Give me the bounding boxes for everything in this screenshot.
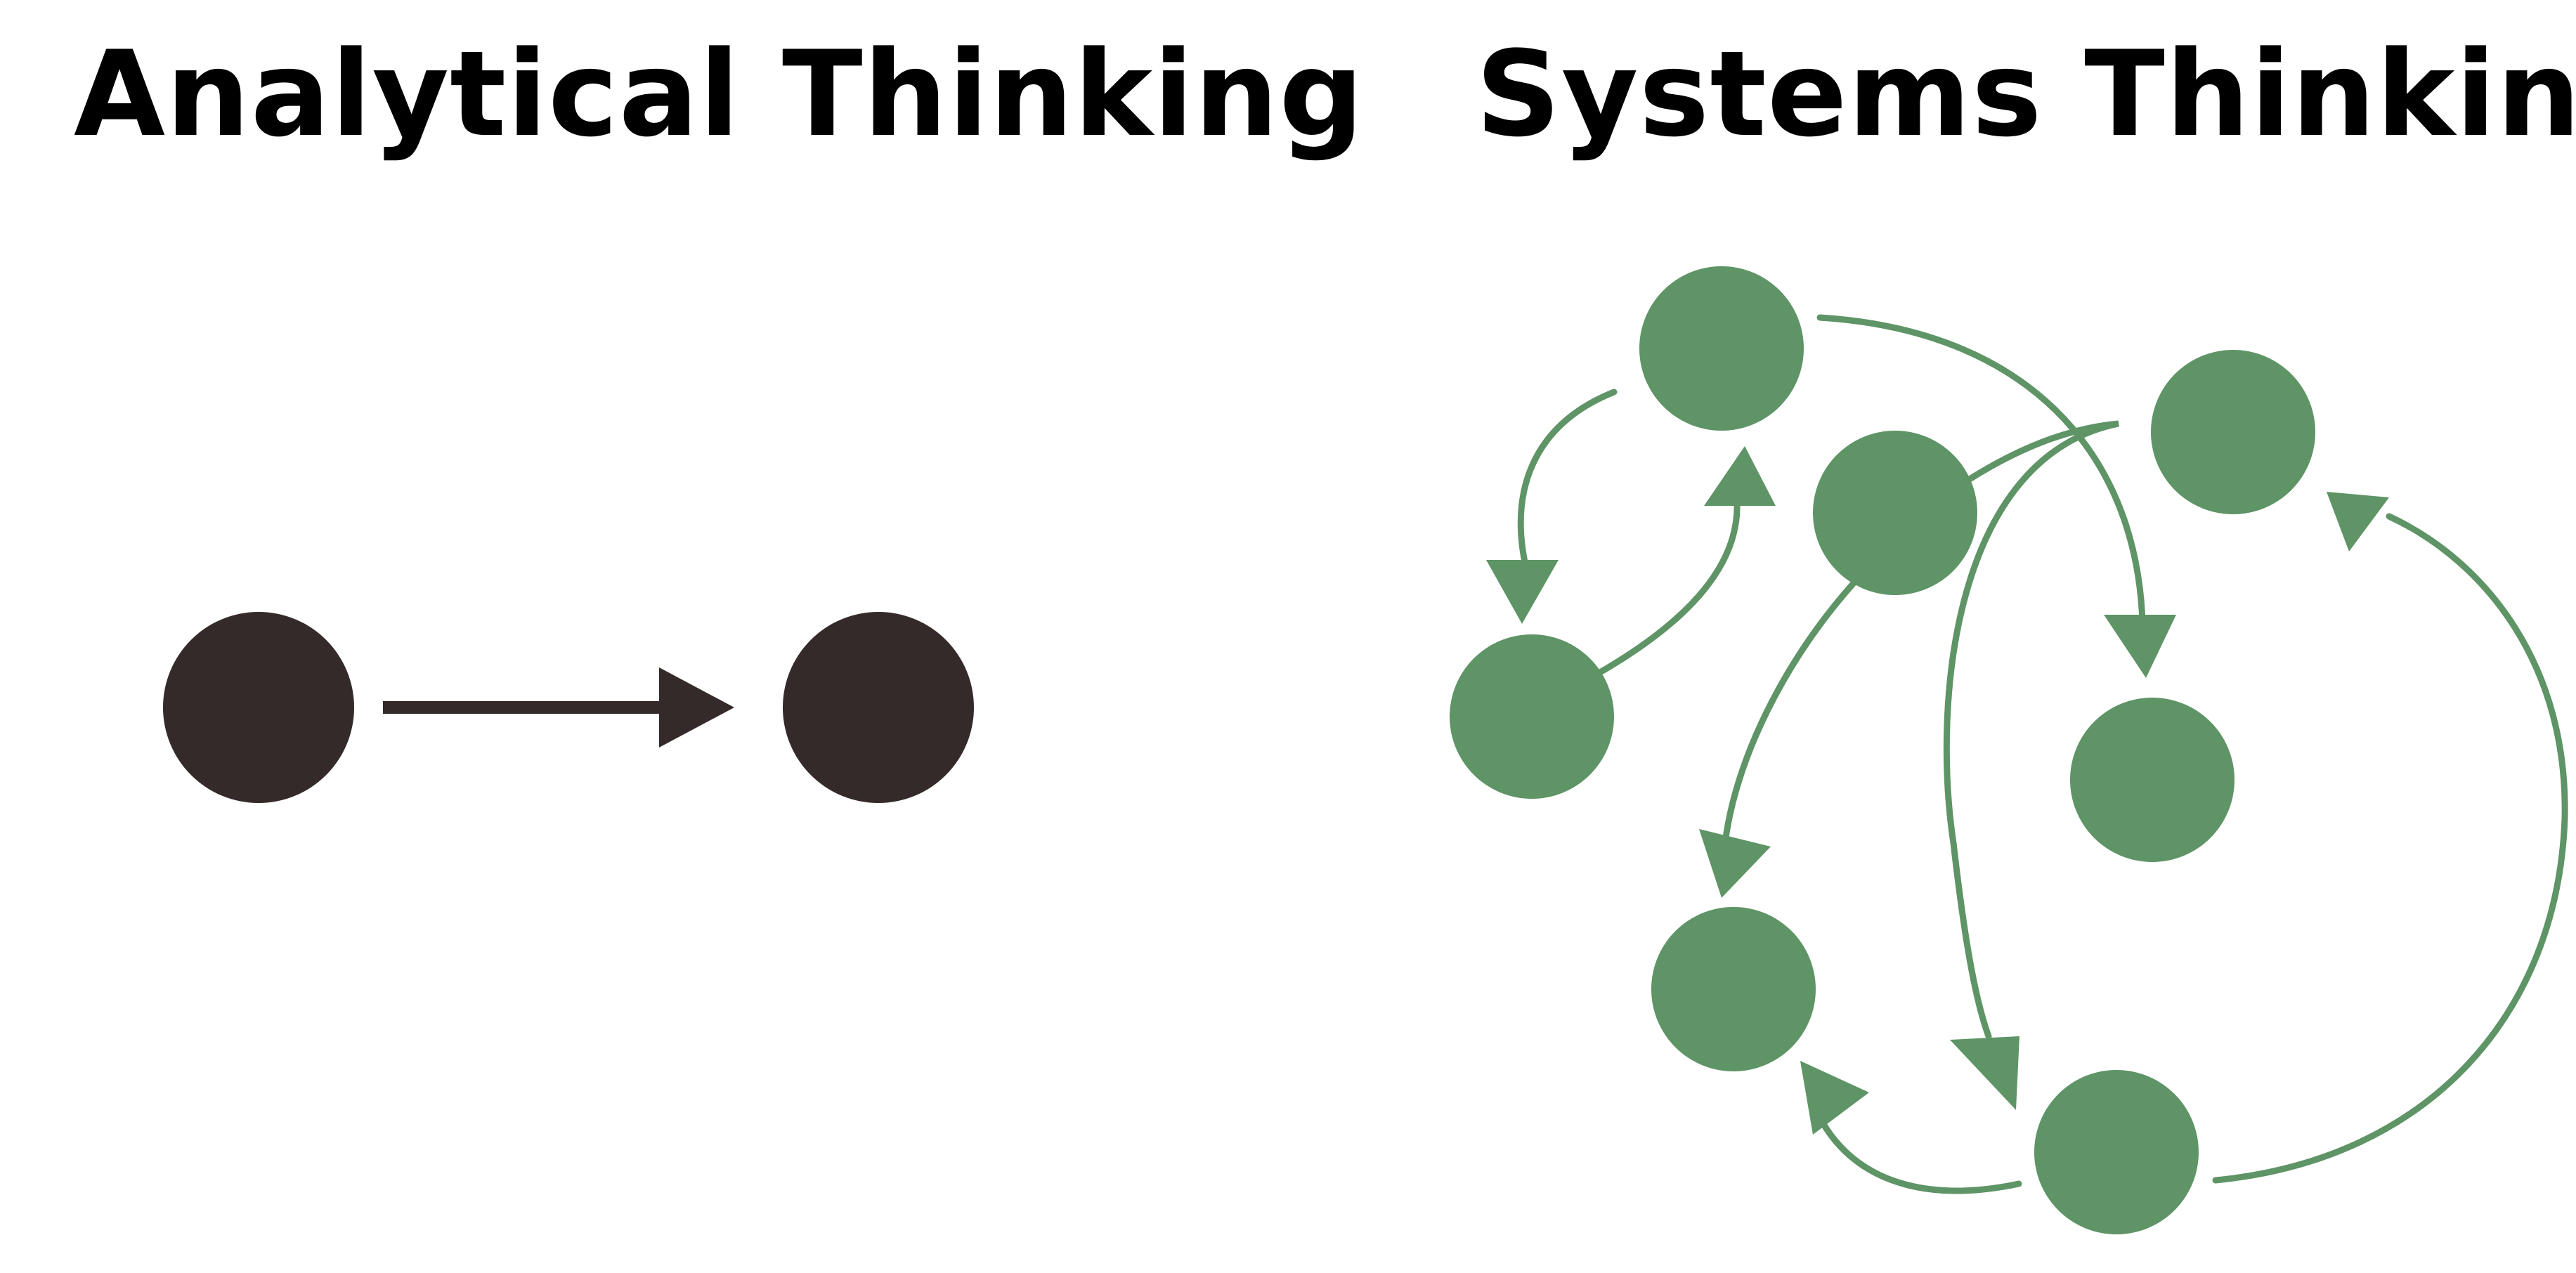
systems-node-mid-right xyxy=(2070,698,2235,862)
systems-edge-center-to-lowerleft xyxy=(1722,580,1857,847)
systems-edge-left-to-top xyxy=(1596,499,1741,676)
systems-arrowhead-top-in xyxy=(1704,446,1776,506)
systems-thinking-title: Systems Thinking xyxy=(1476,25,2576,163)
systems-node-upper-right xyxy=(2151,350,2315,514)
analytical-thinking-title: Analytical Thinking xyxy=(74,25,1365,163)
systems-edge-bottomright-to-upperright xyxy=(2212,513,2568,1184)
systems-edge-center-to-bottomright xyxy=(1943,420,2119,1040)
systems-arrowhead-lowerleft-in xyxy=(1699,829,1771,898)
systems-node-center xyxy=(1813,431,1977,595)
systems-edge-bottomright-to-lowerleft xyxy=(1820,1121,2022,1194)
systems-arrowhead-bottomright-in xyxy=(1950,1036,2019,1110)
systems-arrowhead-lowerleft-return-in xyxy=(1800,1061,1869,1135)
systems-node-top xyxy=(1639,266,1804,431)
analytical-arrow-head xyxy=(659,667,734,748)
systems-arrowhead-midright-in xyxy=(2104,615,2176,678)
analytical-node-cause xyxy=(163,612,354,803)
analytical-diagram xyxy=(163,612,974,803)
analytical-node-effect xyxy=(783,612,974,803)
systems-edge-top-to-left xyxy=(1517,389,1618,566)
systems-arrowhead-upperright-in xyxy=(2327,492,2389,551)
systems-node-bottom-right xyxy=(2034,1070,2199,1234)
systems-node-left xyxy=(1450,634,1614,799)
systems-edge-top-to-midright xyxy=(1816,314,2146,625)
systems-diagram xyxy=(1450,266,2568,1234)
systems-node-lower-left xyxy=(1651,907,1816,1071)
systems-arrowhead-left-in xyxy=(1486,560,1559,624)
